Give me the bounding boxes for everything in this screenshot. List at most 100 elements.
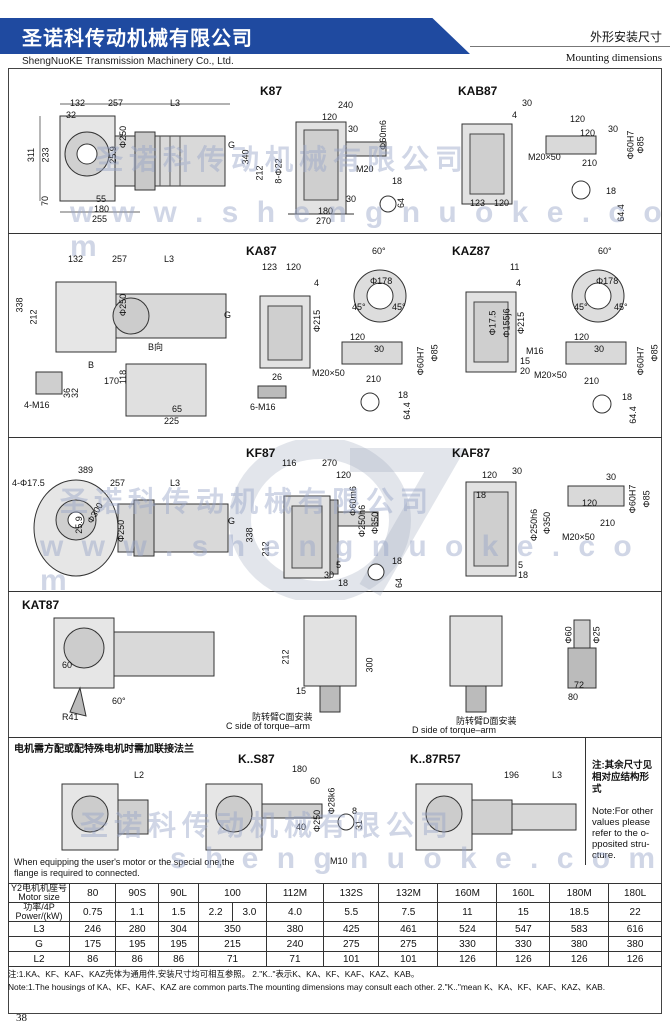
table-cell: 4.0 (265, 902, 325, 922)
dim-label: 32 (66, 110, 77, 120)
table-cell: 160L (496, 883, 551, 903)
dim-label: 60° (598, 246, 612, 256)
dim-label: 4 (512, 110, 518, 120)
note-divider (585, 737, 586, 865)
motor-spec-table: Y2电机机座号 Motor size 80 90S 90L 100 112M 1… (8, 883, 662, 967)
dim-label: M20×50 (312, 368, 345, 378)
dim-label: 18 (476, 490, 487, 500)
table-cell: 616 (608, 921, 662, 937)
table-row-label: 功率/4P Power/(kW) (8, 902, 70, 922)
table-cell: 175 (68, 936, 117, 952)
table-row: Y2电机机座号 Motor size 80 90S 90L 100 112M 1… (8, 883, 662, 903)
dim-label: 64.4 (627, 406, 638, 424)
row-separator (8, 233, 662, 234)
table-cell: 5.5 (323, 902, 380, 922)
dim-label: 5 (336, 560, 342, 570)
model-label-kaf87: KAF87 (452, 446, 491, 460)
dim-label: Φ60H7 (627, 484, 638, 514)
page-title-cn: 外形安装尺寸 (589, 30, 662, 44)
dim-label: 36 (62, 387, 73, 399)
dim-label: 270 (322, 458, 338, 468)
dim-label: 170 (104, 376, 120, 386)
motor-note-en: When equipping the user's motor or the s… (14, 857, 235, 878)
dim-label: L2 (134, 770, 145, 780)
dim-label: 18 (398, 390, 409, 400)
table-cell: 71 (198, 951, 267, 967)
table-cell: 1.1 (115, 902, 160, 922)
model-label-k87r57: K..87R57 (410, 752, 461, 766)
watermark-en: w w w . s h e n g n u o k e . c o m (70, 196, 667, 263)
dim-label: 240 (338, 100, 354, 110)
dim-label: Φ60 (563, 626, 574, 644)
dim-label: 5 (518, 560, 524, 570)
dim-label: 180 (94, 204, 110, 214)
dim-label: 180 (318, 206, 334, 216)
table-cell: 275 (378, 936, 439, 952)
company-name-en: ShengNuoKE Transmission Machinery Co., L… (22, 56, 234, 67)
dim-label: M20×50 (528, 152, 561, 162)
dim-label: 120 (574, 332, 590, 342)
table-cell: 86 (158, 951, 200, 967)
kat87-c-side-view (303, 615, 357, 713)
table-cell: 195 (115, 936, 160, 952)
table-row: L3 246 280 304 350 380 425 461 524 547 5… (8, 921, 662, 937)
dim-label: 18 (392, 556, 403, 566)
kab87-views (461, 123, 597, 205)
dim-label: 55 (96, 194, 107, 204)
dim-label: 40 (296, 822, 307, 832)
dim-label: Φ60H7 (635, 346, 646, 376)
dim-label: 120 (286, 262, 302, 272)
dim-label: M20×50 (534, 370, 567, 380)
dim-label: Φ85 (641, 490, 652, 508)
table-row-label: L2 (8, 951, 70, 967)
table-cell: 350 (198, 921, 267, 937)
dim-label: 4 (314, 278, 320, 288)
dim-label: 15 (296, 686, 307, 696)
dim-label: 30 (594, 344, 605, 354)
side-note-cn: 注:其余尺寸见相对应结构形式 (592, 760, 653, 795)
dim-label: Φ60H7 (415, 346, 426, 376)
table-cell: 86 (115, 951, 160, 967)
dim-label: 132 (68, 254, 84, 264)
table-cell: 101 (323, 951, 380, 967)
table-cell: 126 (608, 951, 662, 967)
table-cell: 126 (437, 951, 498, 967)
b-direction-label: B向 (148, 342, 164, 352)
dim-label: L3 (170, 478, 181, 488)
model-label-kat87: KAT87 (22, 598, 60, 612)
table-cell: 132M (378, 883, 439, 903)
kat87-front-view (53, 617, 215, 717)
motor-note-cn: 电机需方配或配特殊电机时需加联接法兰 (14, 744, 194, 755)
table-cell: 90S (115, 883, 160, 903)
dim-label: 18 (622, 392, 633, 402)
header-banner (0, 18, 470, 54)
dim-label: 8 (352, 806, 358, 816)
table-cell: 547 (496, 921, 551, 937)
model-label-kab87: KAB87 (458, 84, 498, 98)
dim-label: 120 (336, 470, 352, 480)
dim-label: 255 (92, 214, 108, 224)
dim-label: 18 (606, 186, 617, 196)
dim-label: 270 (316, 216, 332, 226)
model-label-ks87: K..S87 (238, 752, 275, 766)
dim-label: M20×50 (562, 532, 595, 542)
dim-label: Φ155j6 (501, 308, 512, 338)
table-cell: 86 (68, 951, 117, 967)
dim-label: 30 (606, 472, 617, 482)
dim-label: 210 (584, 376, 600, 386)
table-cell: 132S (323, 883, 380, 903)
table-cell: 18.5 (549, 902, 610, 922)
dim-label: 30 (522, 98, 533, 108)
dim-label: R41 (62, 712, 79, 722)
dim-label: 257 (112, 254, 128, 264)
table-cell: 160M (437, 883, 498, 903)
table-cell: 275 (323, 936, 380, 952)
table-row: G 175 195 195 215 240 275 275 330 330 38… (8, 936, 662, 952)
dim-label: 123 (262, 262, 278, 272)
side-note-en: Note:For other values please refer to th… (592, 806, 654, 861)
dim-label: 120 (570, 114, 586, 124)
dim-label: 20 (520, 366, 531, 376)
table-cell: 330 (496, 936, 551, 952)
ks87-views (205, 783, 355, 851)
table-cell: 180L (608, 883, 662, 903)
